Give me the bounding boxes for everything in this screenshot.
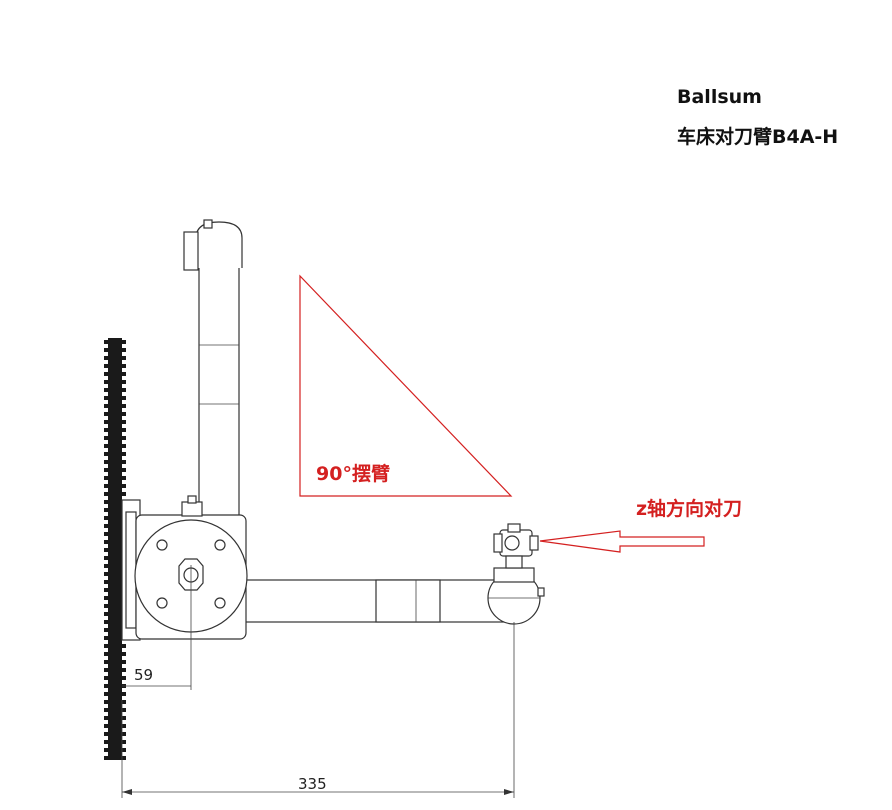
gear-tooth	[104, 540, 126, 544]
gear-tooth	[104, 444, 126, 448]
probe-top	[507, 523, 521, 533]
gear-tooth	[104, 644, 126, 648]
top-knuckle-clamp	[183, 231, 199, 271]
z-axis-arrow	[539, 530, 705, 553]
z-axis-label: z轴方向对刀	[636, 497, 742, 520]
gear-tooth	[104, 548, 126, 552]
gear-tooth	[104, 516, 126, 520]
gear-tooth	[104, 396, 126, 400]
gear-tooth	[104, 668, 126, 672]
gear-tooth	[104, 612, 126, 616]
vertical-arm	[198, 239, 240, 531]
gear-tooth	[104, 420, 126, 424]
bolt-top-right	[214, 539, 226, 551]
gear-tooth	[104, 716, 126, 720]
gear-teeth	[104, 340, 126, 760]
gear-tooth	[104, 468, 126, 472]
gear-tooth	[104, 388, 126, 392]
dim-335-arrow-right	[504, 789, 514, 795]
gear-tooth	[104, 684, 126, 688]
end-knuckle-collar	[493, 567, 535, 583]
gear-tooth	[104, 748, 126, 752]
gear-tooth	[104, 380, 126, 384]
gear-tooth	[104, 524, 126, 528]
gear-tooth	[104, 532, 126, 536]
dim-335-arrow-left	[122, 789, 132, 795]
gear-tooth	[104, 556, 126, 560]
gear-tooth	[104, 636, 126, 640]
brand-name: Ballsum	[677, 86, 762, 108]
top-knuckle-pin	[203, 219, 213, 229]
bolt-bottom-right	[214, 597, 226, 609]
gear-tooth	[104, 484, 126, 488]
probe-cap-right	[529, 535, 539, 551]
horizontal-arm	[237, 579, 509, 623]
gear-tooth	[104, 676, 126, 680]
gear-tooth	[104, 756, 126, 760]
gear-tooth	[104, 340, 126, 344]
gear-tooth	[104, 572, 126, 576]
gear-tooth	[104, 356, 126, 360]
product-title: 车床对刀臂B4A-H	[677, 126, 839, 148]
gear-tooth	[104, 372, 126, 376]
gear-tooth	[104, 740, 126, 744]
gear-tooth	[104, 588, 126, 592]
swing-arm-label: 90°摆臂	[316, 462, 390, 485]
gear-tooth	[104, 660, 126, 664]
gear-tooth	[104, 452, 126, 456]
gear-tooth	[104, 364, 126, 368]
gear-tooth	[104, 404, 126, 408]
gear-tooth	[104, 732, 126, 736]
gear-tooth	[104, 412, 126, 416]
mount-bracket-inner	[125, 511, 137, 629]
gear-tooth	[104, 492, 126, 496]
gear-tooth	[104, 428, 126, 432]
gear-tooth	[104, 596, 126, 600]
gear-tooth	[104, 700, 126, 704]
gear-tooth	[104, 460, 126, 464]
gear-tooth	[104, 564, 126, 568]
bolt-bottom-left	[156, 597, 168, 609]
probe-stem	[505, 555, 523, 569]
gear-tooth	[104, 604, 126, 608]
gear-tooth	[104, 692, 126, 696]
top-cap-nut	[181, 501, 203, 517]
dim-59-value: 59	[134, 666, 153, 684]
swing-triangle	[299, 274, 513, 497]
gear-tooth	[104, 580, 126, 584]
gear-tooth	[104, 436, 126, 440]
gear-tooth	[104, 708, 126, 712]
probe-cap-left	[493, 533, 503, 553]
bolt-top-left	[156, 539, 168, 551]
gear-tooth	[104, 500, 126, 504]
gear-tooth	[104, 476, 126, 480]
top-cap-pin	[187, 495, 197, 504]
end-knuckle-pin	[537, 587, 545, 597]
gear-tooth	[104, 724, 126, 728]
gear-tooth	[104, 508, 126, 512]
top-knuckle	[195, 221, 243, 268]
dim-335-value: 335	[298, 775, 327, 793]
gear-tooth	[104, 620, 126, 624]
gear-tooth	[104, 652, 126, 656]
gear-tooth	[104, 628, 126, 632]
arm-sleeve	[375, 579, 441, 623]
probe-stylus	[504, 535, 520, 551]
gear-tooth	[104, 348, 126, 352]
